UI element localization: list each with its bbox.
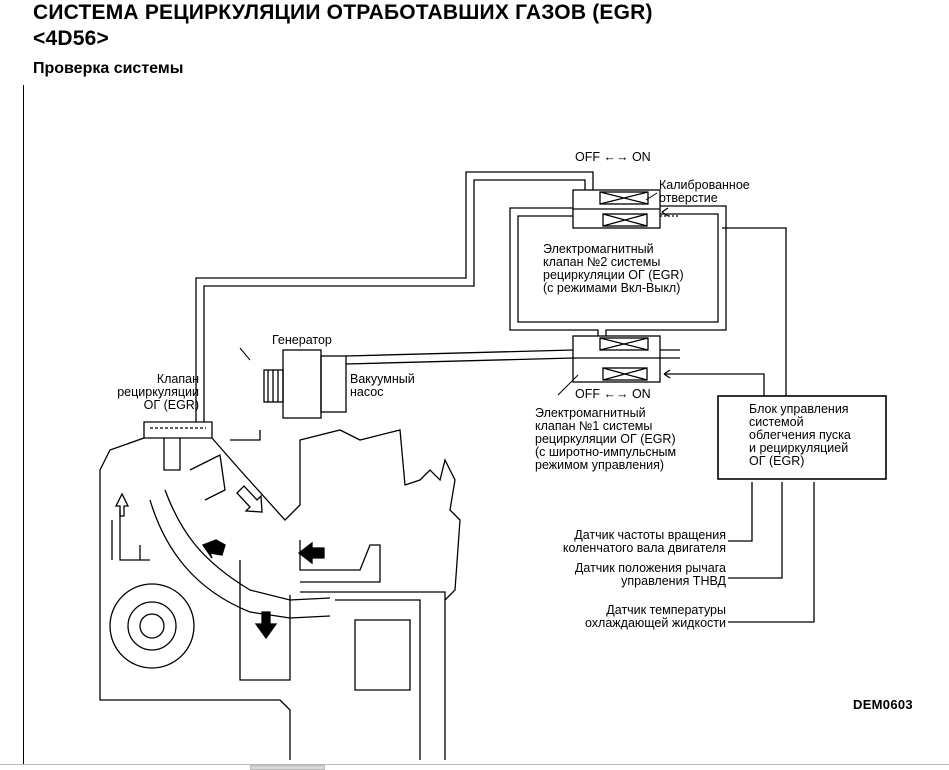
section-subtitle: Проверка системы [33,60,184,77]
arrow-icon [236,485,263,513]
engine-outline [99,429,461,760]
vacuum-hose-egr-to-solenoid2 [195,171,594,422]
label-solenoid-valve-1: Электромагнитный клапан №1 системы рецир… [535,406,677,472]
flow-arrows [201,539,325,640]
arrow-icon [297,541,325,565]
arrow-icon [254,611,278,640]
label-sensor-rpm: Датчик частоты вращения коленчатого вала… [562,528,726,555]
arrow-icon [114,492,130,517]
page-title: СИСТЕМА РЕЦИРКУЛЯЦИИ ОТРАБОТАВШИХ ГАЗОВ … [33,0,933,52]
arrow-icon [201,539,226,559]
label-generator: Генератор [272,333,332,347]
left-margin-rule [23,85,24,765]
sensor-wires [728,482,815,623]
control-wires [661,207,787,396]
label-calibrated-orifice: Калиброванное отверстие [659,178,750,205]
label-off-on-bottom: OFF ←→ ON [575,387,651,401]
egr-valve [143,421,213,471]
label-vacuum-pump: Вакуумный насос [350,372,415,399]
solenoid-valve-2 [572,189,680,229]
label-egr-valve: Клапан рециркуляции ОГ (EGR) [117,372,199,412]
page-title-line2: <4D56> [33,27,109,50]
control-unit-box [717,395,887,480]
label-solenoid-valve-2: Электромагнитный клапан №2 системы рецир… [543,242,684,295]
vacuum-hose-loop [509,205,727,336]
label-control-unit: Блок управления системой облегчения пуск… [749,402,851,468]
label-sensor-coolant: Датчик температуры охлаждающей жидкости [585,603,726,630]
generator [263,349,347,419]
page-title-line1: СИСТЕМА РЕЦИРКУЛЯЦИИ ОТРАБОТАВШИХ ГАЗОВ … [33,1,653,24]
vacuum-hose-pump-to-solenoid1 [345,349,574,365]
bottom-rule [0,764,949,765]
label-sensor-lever: Датчик положения рычага управления ТНВД [574,561,726,588]
label-off-on-top: OFF ←→ ON [575,150,651,164]
flow-arrows-hollow [114,485,263,517]
callout-leaders [239,192,658,396]
figure-code: DEM0603 [853,697,913,712]
solenoid-valve-1 [572,335,680,383]
